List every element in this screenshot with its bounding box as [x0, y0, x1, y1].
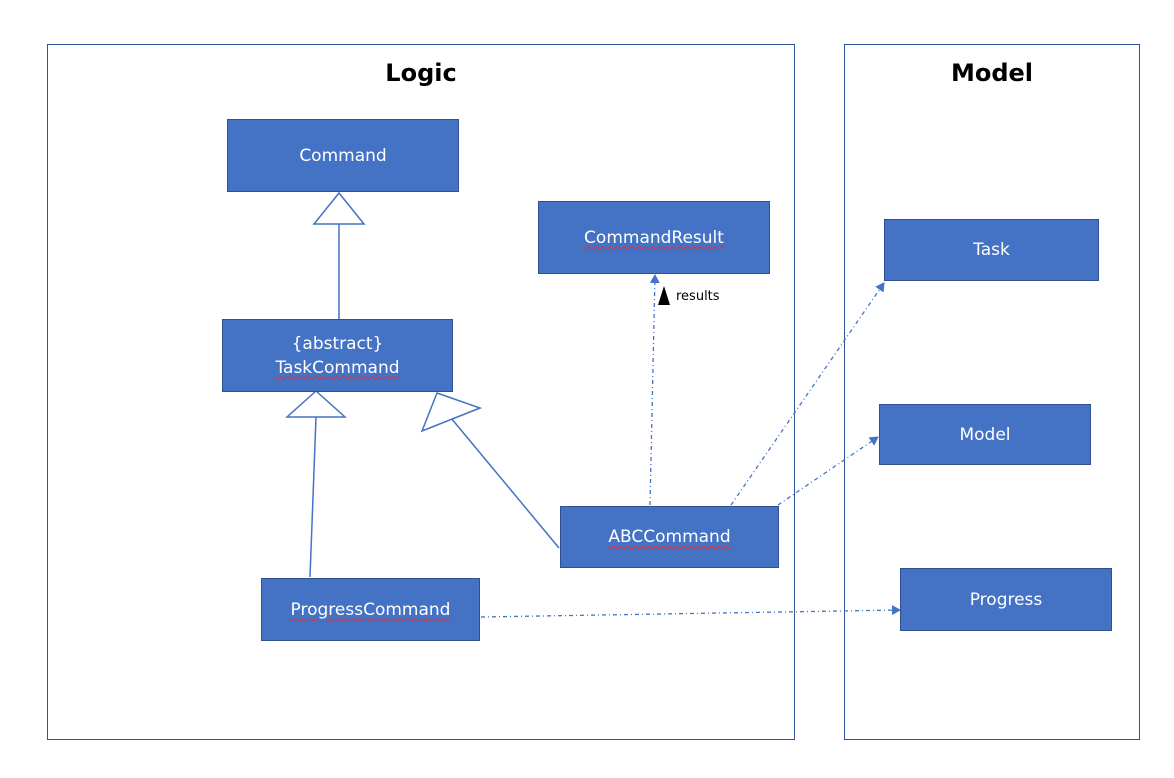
abccommand-class-box[interactable]: ABCCommand	[560, 506, 779, 568]
progress-class-label: Progress	[969, 589, 1043, 610]
model-panel-title: Model	[950, 59, 1034, 87]
task-class-box[interactable]: Task	[884, 219, 1099, 281]
model-class-box[interactable]: Model	[879, 404, 1091, 465]
dependency-progresscommand-progress	[480, 605, 901, 618]
progress-class-box[interactable]: Progress	[900, 568, 1112, 631]
commandresult-class-label: CommandResult	[584, 227, 724, 248]
results-direction-icon	[658, 286, 670, 305]
inheritance-line-progress-taskcommand	[309, 416, 317, 578]
logic-panel-title: Logic	[385, 59, 457, 87]
commandresult-class-box[interactable]: CommandResult	[538, 201, 770, 274]
taskcommand-stereotype: {abstract}	[291, 333, 384, 354]
command-class-box[interactable]: Command	[227, 119, 459, 192]
inheritance-triangle-taskcommand-left	[285, 389, 347, 418]
command-class-label: Command	[299, 145, 387, 166]
results-label: results	[676, 289, 720, 304]
dependency-abc-model	[777, 436, 879, 506]
progresscommand-class-label: ProgressCommand	[290, 599, 451, 620]
inheritance-triangle-command	[312, 191, 366, 225]
dependency-abc-commandresult	[649, 274, 660, 506]
inheritance-line-abc-taskcommand	[450, 417, 560, 549]
dependency-abc-task	[730, 282, 885, 506]
taskcommand-class-label: TaskCommand	[275, 357, 400, 378]
inheritance-triangle-taskcommand-right	[420, 392, 483, 433]
taskcommand-class-box[interactable]: {abstract} TaskCommand	[222, 319, 453, 392]
model-class-label: Model	[959, 424, 1011, 445]
task-class-label: Task	[973, 240, 1010, 260]
abccommand-class-label: ABCCommand	[608, 527, 731, 547]
progresscommand-class-box[interactable]: ProgressCommand	[261, 578, 480, 641]
